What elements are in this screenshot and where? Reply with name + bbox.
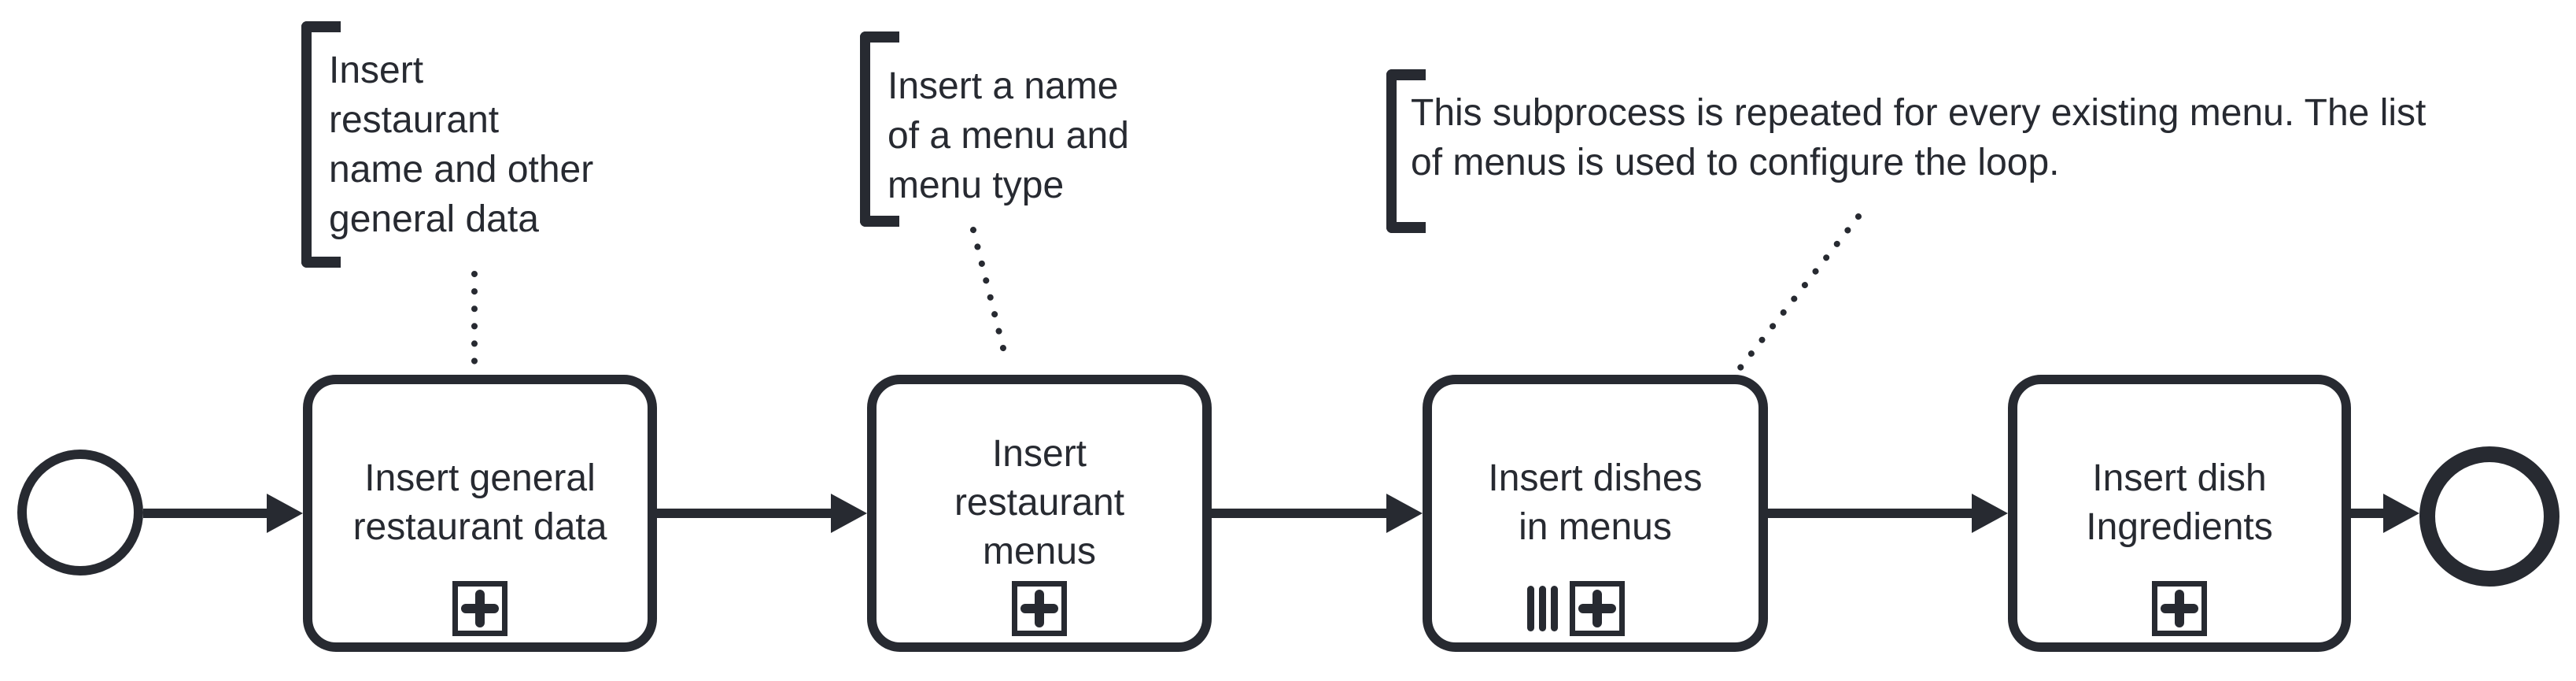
task-insert-dishes-in-menus[interactable]: Insert dishes in menus [1423,375,1768,652]
annotation-line: name and other [329,149,594,191]
annotation-line: restaurant [329,99,500,141]
task-label-line: Insert dishes [1488,457,1703,499]
annotation-bracket-icon [860,31,899,227]
task-markers [312,581,648,636]
text-annotation-subprocess-loop: This subprocess is repeated for every ex… [1411,88,2426,187]
task-label-line: Insert general [364,457,596,499]
task-label: Insert dish Ingredients [2086,454,2273,552]
arrowhead-icon [1386,494,1423,533]
end-event[interactable] [2419,446,2559,587]
task-label-line: menus [982,531,1097,572]
association-dotted-line-2 [970,227,1010,367]
task-insert-general-restaurant-data[interactable]: Insert general restaurant data [303,375,657,652]
annotation-line: This subprocess is repeated for every ex… [1411,92,2427,134]
subprocess-plus-icon [1569,581,1625,636]
annotation-line: general data [329,198,539,240]
subprocess-plus-icon [452,581,507,636]
annotation-line: of a menu and [888,115,1129,157]
task-insert-dish-ingredients[interactable]: Insert dish Ingredients [2008,375,2351,652]
arrowhead-icon [1972,494,2008,533]
task-label: Insert restaurant menus [954,430,1124,576]
task-label-line: Insert dish [2092,457,2267,499]
sequence-flow [2351,509,2383,518]
multi-instance-parallel-icon [1526,586,1558,631]
sequence-flow [657,509,831,518]
annotation-line: Insert a name [888,65,1119,107]
task-markers [877,581,1202,636]
task-label-line: in menus [1519,506,1672,548]
task-markers [2017,581,2342,636]
task-label-line: restaurant data [352,506,607,548]
arrowhead-icon [2383,494,2419,533]
arrowhead-icon [831,494,867,533]
annotation-line: menu type [888,165,1065,206]
annotation-bracket-icon [301,21,341,268]
task-label-line: restaurant [954,482,1125,524]
association-dotted-line-3 [1734,213,1862,375]
task-label: Insert general restaurant data [353,454,607,552]
text-annotation-menu-name: Insert a name of a menu and menu type [888,61,1129,210]
task-label-line: Insert [991,433,1087,475]
subprocess-plus-icon [2152,581,2207,636]
text-annotation-restaurant-data: Insert restaurant name and other general… [329,46,593,244]
task-markers [1412,581,1739,636]
sequence-flow [1212,509,1386,518]
sequence-flow [1768,509,1972,518]
subprocess-plus-icon [1012,581,1067,636]
task-label: Insert dishes in menus [1488,454,1702,552]
annotation-line: of menus is used to configure the loop. [1411,142,2060,183]
start-event[interactable] [17,450,143,576]
task-insert-restaurant-menus[interactable]: Insert restaurant menus [867,375,1212,652]
annotation-bracket-icon [1386,69,1426,233]
arrowhead-icon [267,494,303,533]
task-label-line: Ingredients [2086,506,2273,548]
sequence-flow [143,509,267,518]
annotation-line: Insert [329,50,424,91]
